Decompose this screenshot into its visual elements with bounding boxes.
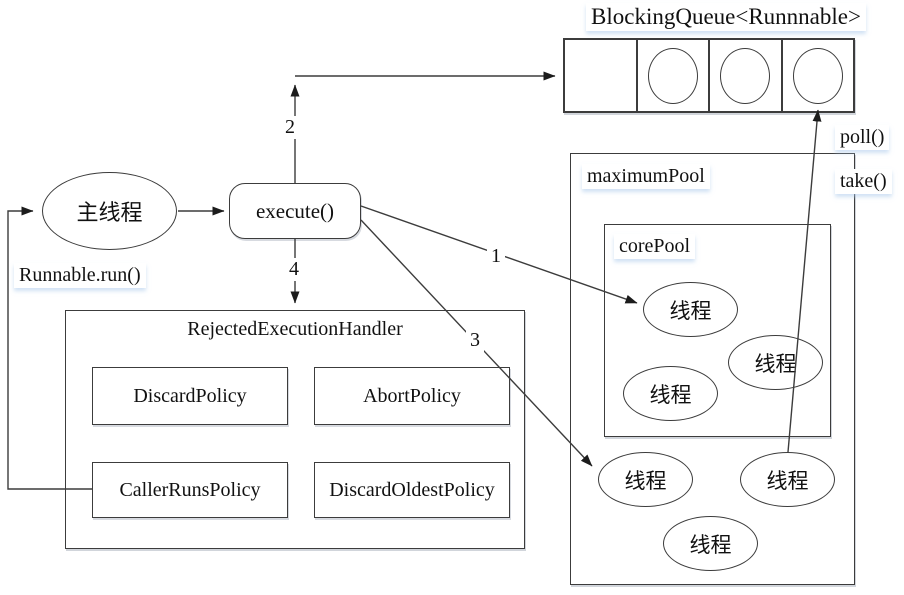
- core-pool-label: corePool: [614, 234, 696, 259]
- blocking-queue-title: BlockingQueue<Runnnable>: [586, 3, 866, 32]
- take-label: take(): [835, 169, 892, 194]
- abort-policy-label: AbortPolicy: [363, 384, 461, 407]
- thread-label: 线程: [669, 298, 712, 323]
- thread-node-max-1: 线程: [598, 452, 693, 507]
- blocking-queue: [563, 38, 855, 113]
- thread-node-core-1: 线程: [643, 282, 738, 337]
- thread-node-max-3: 线程: [663, 516, 758, 571]
- step-2-label: 2: [281, 116, 299, 139]
- caller-runs-policy-label: CallerRunsPolicy: [119, 478, 261, 501]
- runnable-run-label: Runnable.run(): [14, 263, 146, 288]
- thread-label: 线程: [766, 468, 809, 493]
- main-thread-label: 主线程: [76, 200, 143, 225]
- queue-cell: [708, 40, 781, 111]
- abort-policy-box: AbortPolicy: [314, 367, 510, 425]
- thread-label: 线程: [649, 382, 692, 407]
- queued-task-circle: [792, 47, 843, 104]
- rejected-execution-handler-title: RejectedExecutionHandler: [187, 318, 403, 340]
- queued-task-circle: [647, 47, 698, 104]
- core-pool-box: [604, 224, 831, 437]
- discard-oldest-policy-box: DiscardOldestPolicy: [314, 462, 510, 518]
- queued-task-circle: [720, 47, 771, 104]
- thread-node-max-2: 线程: [740, 452, 835, 507]
- poll-label: poll(): [835, 125, 890, 150]
- main-thread-node: 主线程: [42, 172, 177, 250]
- queue-cell: [635, 40, 709, 111]
- discard-policy-label: DiscardPolicy: [133, 384, 247, 407]
- thread-label: 线程: [624, 468, 667, 493]
- thread-node-core-2: 线程: [728, 335, 823, 390]
- queue-cell: [565, 40, 636, 111]
- queue-cell: [780, 40, 854, 111]
- thread-label: 线程: [754, 351, 797, 376]
- execute-label: execute(): [255, 198, 335, 223]
- thread-label: 线程: [689, 532, 732, 557]
- execute-node: execute(): [229, 183, 361, 239]
- discard-oldest-policy-label: DiscardOldestPolicy: [329, 478, 495, 501]
- step-1-label: 1: [487, 245, 505, 268]
- step-4-label: 4: [285, 258, 303, 281]
- discard-policy-box: DiscardPolicy: [92, 367, 288, 425]
- maximum-pool-label: maximumPool: [582, 164, 710, 189]
- queue-cells: [565, 40, 853, 111]
- step-3-label: 3: [466, 329, 484, 352]
- thread-node-core-3: 线程: [623, 366, 718, 421]
- caller-runs-policy-box: CallerRunsPolicy: [92, 462, 288, 518]
